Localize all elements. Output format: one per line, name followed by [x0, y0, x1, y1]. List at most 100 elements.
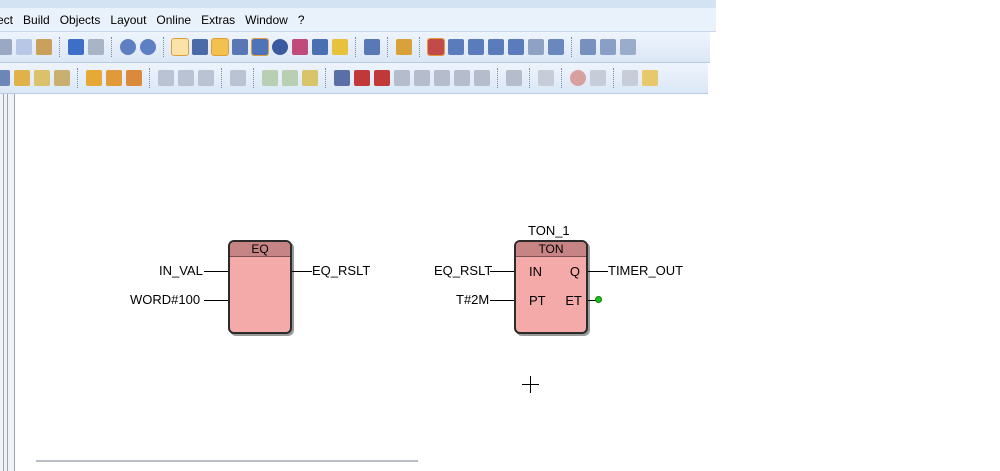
view-list-icon[interactable] — [192, 39, 208, 55]
ton-block[interactable]: TON IN PT Q ET — [514, 240, 588, 334]
toolbar-separator — [111, 37, 113, 57]
eq-block[interactable]: EQ — [228, 240, 292, 334]
view-fbd-icon[interactable] — [171, 38, 189, 56]
coil-icon[interactable] — [414, 70, 430, 86]
block-icon[interactable] — [427, 38, 445, 56]
cross-icon[interactable] — [292, 39, 308, 55]
ton-instance-label[interactable]: TON_1 — [528, 223, 570, 238]
coil-set-icon[interactable] — [434, 70, 450, 86]
eq-output-wire — [292, 271, 312, 272]
table-icon[interactable] — [312, 39, 328, 55]
zoom-in-icon[interactable] — [120, 39, 136, 55]
cut-icon[interactable] — [0, 39, 12, 55]
contact-no-icon[interactable] — [334, 70, 350, 86]
diagram-canvas[interactable]: IN_VAL WORD#100 EQ EQ_RSLT TON_1 EQ_RSLT… — [14, 94, 716, 454]
db-icon[interactable] — [302, 70, 318, 86]
io-icon[interactable] — [448, 39, 464, 55]
ton-output-label[interactable]: TIMER_OUT — [608, 263, 684, 278]
crosshair-cursor-icon-vertical — [530, 376, 531, 393]
run-icon[interactable] — [570, 70, 586, 86]
copy-icon[interactable] — [16, 39, 32, 55]
folder-down-icon[interactable] — [54, 70, 70, 86]
ton-in-wire — [490, 271, 516, 272]
ton-input-in-label[interactable]: EQ_RSLT — [434, 263, 493, 278]
arrow-icon[interactable] — [0, 70, 10, 86]
toolbar-separator — [221, 68, 223, 88]
eq-input-1-label[interactable]: IN_VAL — [159, 263, 203, 278]
jump-icon[interactable] — [158, 70, 174, 86]
contact-p-icon[interactable] — [374, 70, 390, 86]
menu-online[interactable]: Online — [156, 12, 192, 27]
toolbar-separator — [355, 37, 357, 57]
coil-reset-icon[interactable] — [454, 70, 470, 86]
toolbar-separator — [497, 68, 499, 88]
toolbar-separator — [419, 37, 421, 57]
var-in-icon[interactable] — [262, 70, 278, 86]
toolbar-separator — [253, 68, 255, 88]
fb-delete-icon[interactable] — [126, 70, 142, 86]
status-icon[interactable] — [642, 70, 658, 86]
paste-icon[interactable] — [36, 39, 52, 55]
toolbar-separator — [529, 68, 531, 88]
watch-icon[interactable] — [396, 39, 412, 55]
window-icon[interactable] — [528, 39, 544, 55]
ton-pin-q: Q — [569, 264, 580, 279]
coil-icon[interactable] — [508, 39, 524, 55]
view-grid-icon[interactable] — [232, 39, 248, 55]
toolbar-separator — [149, 68, 151, 88]
book-icon[interactable] — [600, 39, 616, 55]
connect-icon[interactable] — [272, 39, 288, 55]
contact-n-icon[interactable] — [394, 70, 410, 86]
toolbar-separator — [561, 68, 563, 88]
page-icon[interactable] — [364, 39, 380, 55]
folder-open-icon[interactable] — [14, 70, 30, 86]
ton-input-pt-label[interactable]: T#2M — [456, 292, 490, 307]
ton-pin-in: IN — [529, 264, 542, 279]
et-pin-connection-dot[interactable] — [595, 296, 602, 303]
menu-objects[interactable]: Objects — [59, 12, 101, 27]
network-icon[interactable] — [622, 70, 638, 86]
variable-icon[interactable] — [468, 39, 484, 55]
menu-help[interactable]: ? — [297, 12, 305, 27]
eq-block-title: EQ — [230, 242, 290, 257]
fbd-editor-area[interactable]: IN_VAL WORD#100 EQ EQ_RSLT TON_1 EQ_RSLT… — [0, 94, 716, 471]
menu-bar: ect Build Objects Layout Online Extras W… — [0, 8, 716, 32]
menu-layout[interactable]: Layout — [110, 12, 147, 27]
eq-input-2-wire — [204, 300, 230, 301]
folder-up-icon[interactable] — [34, 70, 50, 86]
label-icon[interactable] — [198, 70, 214, 86]
fb-replace-icon[interactable] — [106, 70, 122, 86]
edit-icon[interactable] — [211, 38, 229, 56]
zoom-out-icon[interactable] — [140, 39, 156, 55]
fbd-editor-window: ect Build Objects Layout Online Extras W… — [0, 0, 716, 471]
menu-build[interactable]: Build — [23, 12, 50, 27]
eq-input-1-wire — [204, 271, 230, 272]
step-icon[interactable] — [590, 70, 606, 86]
contact-icon[interactable] — [488, 39, 504, 55]
eq-input-2-label[interactable]: WORD#100 — [130, 292, 201, 307]
var-out-icon[interactable] — [282, 70, 298, 86]
comment-icon[interactable] — [230, 70, 246, 86]
contact-nc-icon[interactable] — [354, 70, 370, 86]
standard-toolbar — [0, 32, 710, 63]
note-icon[interactable] — [332, 39, 348, 55]
undo-icon[interactable] — [68, 39, 84, 55]
stop-icon[interactable] — [538, 70, 554, 86]
compile-icon[interactable] — [620, 39, 636, 55]
redo-icon[interactable] — [88, 39, 104, 55]
branch-icon[interactable] — [506, 70, 522, 86]
ton-pin-pt: PT — [529, 293, 546, 308]
menu-extras[interactable]: Extras — [201, 12, 236, 27]
view-window-icon[interactable] — [251, 38, 269, 56]
return-icon[interactable] — [178, 70, 194, 86]
ton-pin-et: ET — [565, 293, 582, 308]
download-icon[interactable] — [580, 39, 596, 55]
toolbar-separator — [59, 37, 61, 57]
menu-window[interactable]: Window — [245, 12, 288, 27]
monitor-icon[interactable] — [548, 39, 564, 55]
menu-project[interactable]: ect — [0, 12, 14, 27]
fb-insert-icon[interactable] — [86, 70, 102, 86]
horizontal-scrollbar[interactable] — [36, 460, 418, 462]
rung-icon[interactable] — [474, 70, 490, 86]
eq-output-label[interactable]: EQ_RSLT — [312, 263, 371, 278]
